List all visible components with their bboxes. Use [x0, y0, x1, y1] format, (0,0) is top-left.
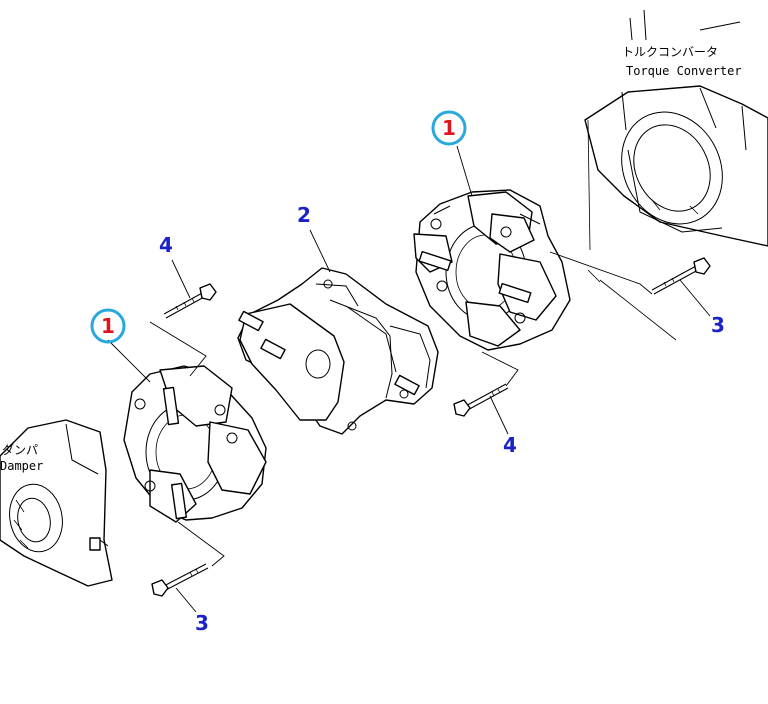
callout-part2: 2 [297, 203, 311, 227]
callout-number: 1 [442, 116, 456, 140]
coupling-element-left [123, 365, 267, 523]
coupling-hub [237, 267, 439, 435]
callout-leaders [107, 145, 711, 613]
torque-converter-label-en: Torque Converter [626, 64, 742, 78]
callout-part3-bottom: 3 [195, 611, 209, 635]
torque-converter-label-jp: トルクコンバータ [622, 45, 718, 59]
bolt-middle [453, 383, 509, 417]
coupling-element-right [413, 189, 571, 351]
assembly-guide-lines [149, 251, 653, 567]
damper-label-en: Damper [0, 459, 43, 473]
bolt-bottom-left [151, 563, 209, 597]
damper-housing: ダンパ Damper [0, 419, 113, 587]
callout-part4-middle: 4 [503, 433, 517, 457]
callout-part1-top: 1 [431, 110, 467, 146]
damper-label-jp: ダンパ [2, 442, 38, 457]
callout-part1-left: 1 [90, 308, 126, 344]
callout-number: 1 [101, 314, 115, 338]
callout-part3-right: 3 [711, 313, 725, 337]
bolt-top-left [163, 283, 217, 319]
bolt-right [651, 257, 711, 295]
callout-part4-top: 4 [159, 233, 173, 257]
torque-converter-housing: トルクコンバータ Torque Converter [584, 9, 768, 341]
